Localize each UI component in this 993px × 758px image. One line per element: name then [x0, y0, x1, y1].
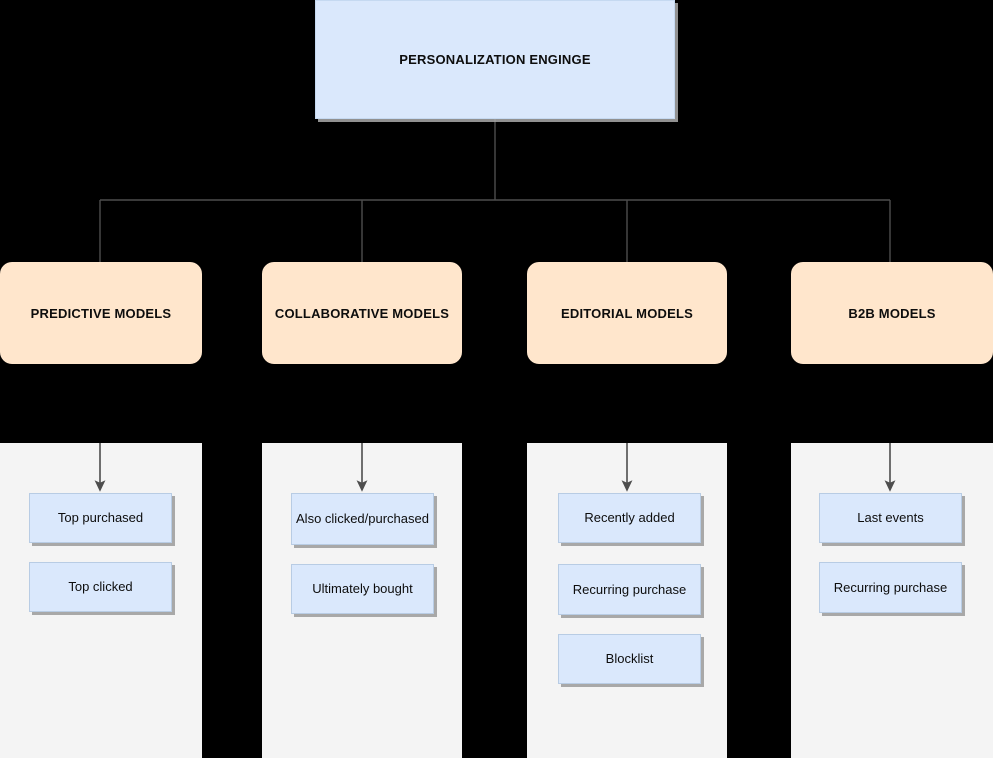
model-box-predictive[interactable]: PREDICTIVE MODELS	[0, 262, 202, 364]
feature-box-label: Recurring purchase	[572, 581, 687, 597]
feature-box-label: Also clicked/purchased	[296, 511, 429, 527]
feature-box-editorial-0[interactable]: Recently added	[558, 493, 701, 543]
model-box-editorial[interactable]: EDITORIAL MODELS	[527, 262, 727, 364]
model-box-label: B2B MODELS	[848, 305, 936, 321]
model-box-label: PREDICTIVE MODELS	[30, 305, 172, 321]
feature-box-label: Ultimately bought	[312, 581, 413, 597]
feature-box-label: Recurring purchase	[833, 579, 948, 595]
feature-box-collaborative-0[interactable]: Also clicked/purchased	[291, 493, 434, 545]
feature-box-b2b-0[interactable]: Last events	[819, 493, 962, 543]
feature-box-collaborative-1[interactable]: Ultimately bought	[291, 564, 434, 614]
feature-box-predictive-1[interactable]: Top clicked	[29, 562, 172, 612]
model-box-collaborative[interactable]: COLLABORATIVE MODELS	[262, 262, 462, 364]
feature-box-editorial-2[interactable]: Blocklist	[558, 634, 701, 684]
personalization-engine-label: PERSONALIZATION ENGINGE	[399, 52, 591, 67]
feature-box-b2b-1[interactable]: Recurring purchase	[819, 562, 962, 613]
feature-box-predictive-0[interactable]: Top purchased	[29, 493, 172, 543]
feature-box-label: Top purchased	[57, 510, 144, 526]
model-box-label: EDITORIAL MODELS	[560, 305, 693, 321]
feature-box-label: Blocklist	[605, 651, 654, 667]
model-box-label: COLLABORATIVE MODELS	[274, 305, 450, 321]
model-box-b2b[interactable]: B2B MODELS	[791, 262, 993, 364]
feature-box-label: Top clicked	[68, 579, 133, 595]
feature-box-label: Recently added	[584, 510, 675, 526]
feature-box-editorial-1[interactable]: Recurring purchase	[558, 564, 701, 615]
personalization-engine-box[interactable]: PERSONALIZATION ENGINGE	[315, 0, 675, 119]
feature-box-label: Last events	[857, 510, 924, 526]
